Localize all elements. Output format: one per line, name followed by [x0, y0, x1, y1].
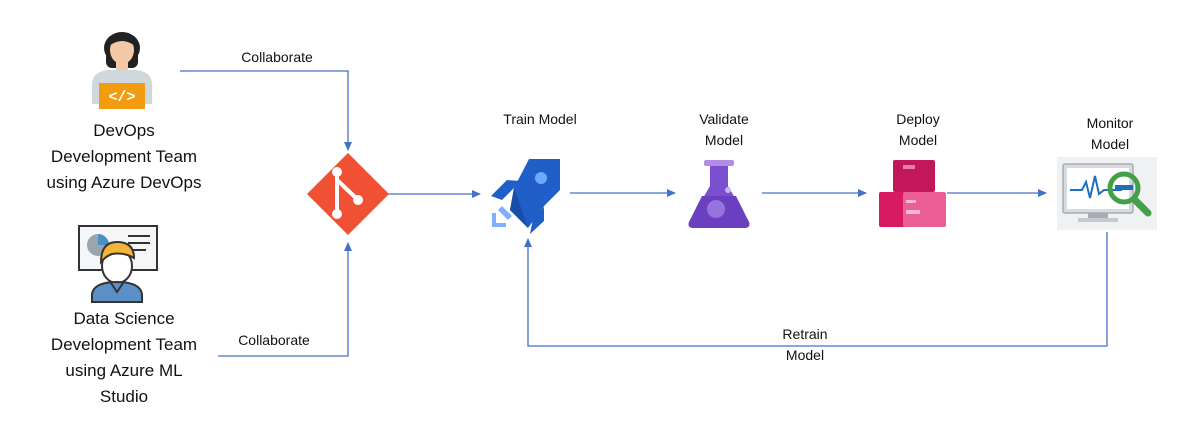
azure-pipelines-rocket-icon: [491, 159, 560, 234]
ds-label-line: Data Science: [73, 309, 175, 328]
retrain-label-line: Retrain: [782, 326, 828, 342]
package-boxes-icon: [879, 160, 946, 227]
edge-devops-to-git: [180, 70, 352, 151]
connectors: [180, 70, 1108, 357]
monitor-magnifier-icon: [1057, 157, 1157, 230]
ds-label-line: Development Team: [50, 335, 198, 354]
monitor-model-label: Monitor Model: [1060, 113, 1160, 155]
train-label-line: Train Model: [503, 111, 577, 127]
deploy-model-label: Deploy Model: [868, 109, 968, 151]
devops-label-line: Development Team: [50, 147, 198, 166]
edge-monitor-retrain: [524, 232, 1108, 347]
validate-label-line: Validate: [699, 111, 749, 127]
svg-text:</>: </>: [108, 89, 135, 106]
edge-ds-to-git: [218, 242, 352, 357]
data-scientist-person-icon: [78, 225, 158, 303]
deploy-label-line: Deploy: [896, 111, 940, 127]
devops-label-line: using Azure DevOps: [46, 173, 202, 192]
collaborate-label-bottom: Collaborate: [238, 332, 310, 348]
monitor-label-line: Model: [1090, 136, 1130, 152]
collaborate-label-top: Collaborate: [241, 49, 313, 65]
git-icon: [307, 153, 389, 235]
developer-person-icon: </>: [92, 32, 152, 109]
train-model-label: Train Model: [480, 109, 600, 130]
ds-label-line: Studio: [99, 387, 149, 406]
retrain-label-line: Model: [785, 347, 825, 363]
retrain-model-label: Retrain Model: [760, 324, 850, 366]
devops-label-line: DevOps: [93, 121, 155, 140]
ds-label-line: using Azure ML: [65, 361, 183, 380]
validate-label-line: Model: [704, 132, 744, 148]
data-science-team-label: Data Science Development Team using Azur…: [20, 306, 228, 410]
monitor-label-line: Monitor: [1086, 115, 1134, 131]
deploy-label-line: Model: [898, 132, 938, 148]
devops-team-label: DevOps Development Team using Azure DevO…: [20, 118, 228, 196]
validate-model-label: Validate Model: [674, 109, 774, 151]
flask-icon: [688, 160, 750, 228]
